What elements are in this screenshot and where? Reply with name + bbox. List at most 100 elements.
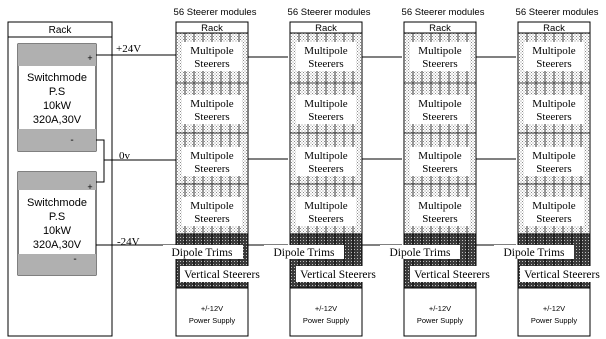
rack-1-dipole-label: Dipole Trims — [171, 247, 233, 259]
rack-3-multipole-1-bg — [410, 42, 470, 71]
power-supply-2-minus: - — [73, 254, 76, 265]
rack-1-header: 56 Steerer modules — [174, 7, 257, 18]
rack-1-multipole-1-bg — [182, 42, 242, 71]
rack-2-dipole-label: Dipole Trims — [273, 247, 335, 259]
power-supply-1-line-1: Switchmode — [27, 72, 87, 84]
rack-1-multipole-2-line-2: Steerers — [194, 111, 229, 123]
rack-1-label: Rack — [201, 23, 223, 34]
rack-3-header: 56 Steerer modules — [402, 7, 485, 18]
rack-3-multipole-4-bg — [410, 197, 470, 226]
rack-4-multipole-2-line-1: Multipole — [532, 98, 576, 110]
rack-2-multipole-4-bg — [296, 197, 356, 226]
rack-4-multipole-4-line-1: Multipole — [532, 200, 576, 212]
rack-2-psu-line-1: +/-12V — [315, 304, 337, 313]
power-supply-1-line-4: 320A,30V — [33, 114, 82, 126]
rack-3-multipole-2-line-2: Steerers — [422, 111, 457, 123]
rack-2-multipole-1-line-1: Multipole — [304, 45, 348, 57]
rack-3-label: Rack — [429, 23, 451, 34]
power-supply-1-minus: - — [70, 135, 73, 146]
rack-2-psu-line-2: Power Supply — [303, 316, 350, 325]
rack-1-psu-line-2: Power Supply — [189, 316, 236, 325]
rack-2-multipole-1-line-2: Steerers — [308, 58, 343, 70]
power-supply-2-line-1: Switchmode — [27, 197, 87, 209]
power-supply-2-bottom-band — [18, 254, 96, 275]
rack-3-multipole-1-line-1: Multipole — [418, 45, 462, 57]
rail-label-positive: +24V — [116, 43, 141, 55]
rack-2-multipole-3-line-1: Multipole — [304, 150, 348, 162]
rack-3-multipole-3-line-1: Multipole — [418, 150, 462, 162]
left-rack-label: Rack — [49, 25, 73, 36]
rack-1-multipole-4-bg — [182, 197, 242, 226]
power-supply-2-line-2: P.S — [49, 211, 65, 223]
rack-2-dipole-bg — [264, 245, 344, 259]
rack-1-vertical-bg — [180, 266, 264, 282]
rack-3-multipole-3-line-2: Steerers — [422, 163, 457, 175]
power-supply-1-line-3: 10kW — [43, 100, 72, 112]
rack-1-psu-line-1: +/-12V — [201, 304, 223, 313]
rack-4-dipole-bg — [494, 245, 574, 259]
power-supply-2-plus: + — [87, 182, 92, 192]
rack-3-vertical-bg — [410, 266, 494, 282]
rack-2-multipole-4-line-2: Steerers — [308, 213, 343, 225]
rack-2-multipole-4-line-1: Multipole — [304, 200, 348, 212]
rack-4-multipole-4-bg — [524, 197, 584, 226]
rack-3-vertical-label: Vertical Steerers — [414, 269, 490, 281]
rack-1-vertical-label: Vertical Steerers — [184, 269, 260, 281]
rack-1-multipole-2-line-1: Multipole — [190, 98, 234, 110]
rack-2-multipole-2-line-2: Steerers — [308, 111, 343, 123]
rack-3-multipole-4-line-2: Steerers — [422, 213, 457, 225]
power-supply-1-top-band — [18, 44, 96, 66]
rack-3-multipole-2-line-1: Multipole — [418, 98, 462, 110]
rack-2-header: 56 Steerer modules — [288, 7, 371, 18]
rack-2-multipole-3-line-2: Steerers — [308, 163, 343, 175]
rack-1-multipole-3-line-2: Steerers — [194, 163, 229, 175]
rail-label-negative: -24V — [117, 236, 140, 248]
left-rack: Rack — [7, 21, 113, 337]
power-supply-2: + Switchmode P.S 10kW 320A,30V - — [17, 171, 97, 276]
rack-4-multipole-1-line-2: Steerers — [536, 58, 571, 70]
rack-3-multipole-2-bg — [410, 95, 470, 124]
rack-2-multipole-2-bg — [296, 95, 356, 124]
rack-4-label: Rack — [543, 23, 565, 34]
rack-2-label: Rack — [315, 23, 337, 34]
rack-3-dipole-label: Dipole Trims — [389, 247, 451, 259]
power-supply-2-top-band — [18, 172, 96, 190]
power-supply-1-plus: + — [87, 53, 92, 63]
power-supply-1-bottom-band — [18, 129, 96, 151]
left-rack-frame — [7, 21, 113, 337]
rack-4-vertical-bg — [520, 266, 604, 282]
rack-1-multipole-1-line-1: Multipole — [190, 45, 234, 57]
rack-buses — [248, 56, 516, 246]
rack-1-dipole-bg — [163, 245, 243, 259]
rack-4-multipole-3-bg — [524, 147, 584, 176]
rack-3-multipole-4-line-1: Multipole — [418, 200, 462, 212]
rack-4-psu-line-2: Power Supply — [531, 316, 578, 325]
rack-4-multipole-2-line-2: Steerers — [536, 111, 571, 123]
rack-4-multipole-3-line-2: Steerers — [536, 163, 571, 175]
rack-1-multipole-4-line-1: Multipole — [190, 200, 234, 212]
rack-1-multipole-4-line-2: Steerers — [194, 213, 229, 225]
rack-1-multipole-2-bg — [182, 95, 242, 124]
steerer-rack-3: 56 Steerer modules Rack Multipole Steere… — [380, 7, 494, 337]
rail-label-zero: 0v — [119, 150, 131, 162]
rack-2-vertical-label: Vertical Steerers — [300, 269, 376, 281]
rack-1-multipole-3-line-1: Multipole — [190, 150, 234, 162]
steerer-rack-1: 56 Steerer modules Rack Multipole Steere… — [163, 7, 264, 337]
rack-4-header: 56 Steerer modules — [516, 7, 599, 18]
power-supply-2-line-3: 10kW — [43, 225, 72, 237]
rack-2-multipole-2-line-1: Multipole — [304, 98, 348, 110]
power-supply-1: + Switchmode P.S 10kW 320A,30V - — [17, 43, 97, 152]
rack-1-multipole-3-bg — [182, 147, 242, 176]
rack-4-vertical-label: Vertical Steerers — [524, 269, 600, 281]
steerer-rack-4: 56 Steerer modules Rack Multipole Steere… — [494, 7, 604, 337]
rack-2-multipole-3-bg — [296, 147, 356, 176]
rack-3-psu-line-2: Power Supply — [417, 316, 464, 325]
rack-4-multipole-2-bg — [524, 95, 584, 124]
supply-wiring — [96, 54, 182, 246]
rack-4-psu-line-1: +/-12V — [543, 304, 565, 313]
steerer-rack-2: 56 Steerer modules Rack Multipole Steere… — [264, 7, 380, 337]
rack-3-multipole-3-bg — [410, 147, 470, 176]
rack-4-multipole-1-bg — [524, 42, 584, 71]
rack-1-multipole-1-line-2: Steerers — [194, 58, 229, 70]
